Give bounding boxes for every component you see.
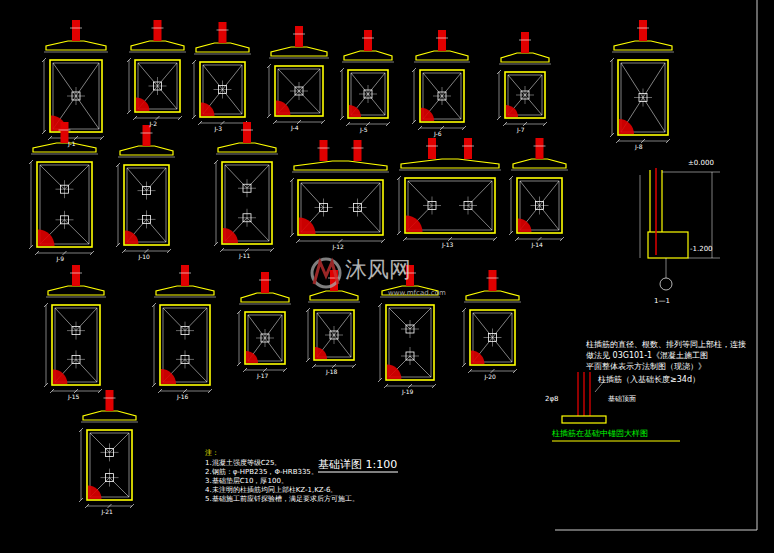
footing-tag: J-16 <box>177 394 188 401</box>
section-detail <box>640 168 720 290</box>
footing-plan <box>340 30 394 126</box>
footing-tag: J-7 <box>517 127 525 134</box>
footing-plan <box>267 26 329 124</box>
note-line: 3.基础垫层C10，厚100。 <box>205 478 288 486</box>
footing-tag: J-1 <box>68 141 76 148</box>
footing-plan <box>214 122 278 252</box>
footing-tag: J-21 <box>102 509 113 516</box>
detail-note: 柱插筋（入基础长度≥34d） <box>598 376 700 385</box>
note-line: 1.混凝土强度等级C25。 <box>205 460 281 468</box>
footing-tag: J-20 <box>485 374 496 381</box>
watermark-logo <box>312 259 340 287</box>
footing-plan <box>29 122 98 255</box>
title-underline <box>318 472 398 473</box>
footing-plan <box>290 140 389 243</box>
elevation-mark: ±0.000 <box>688 160 714 168</box>
footing-plan <box>79 390 138 508</box>
footing-tag: J-6 <box>434 131 442 138</box>
footing-tag: J-17 <box>257 373 268 380</box>
footing-tag: J-10 <box>139 254 150 261</box>
note-line: 注： <box>205 450 219 458</box>
footing-plan <box>116 125 175 253</box>
footing-tag: J-15 <box>68 394 79 401</box>
footing-plan <box>397 138 501 241</box>
elevation-mark: -1.200 <box>690 246 713 254</box>
detail-note: 做法见 03G101-1《混凝土施工图 <box>586 352 708 361</box>
footing-tag: J-4 <box>291 125 299 132</box>
footing-plans <box>29 20 674 508</box>
section-mark: 1—1 <box>654 298 670 306</box>
footing-tag: J-9 <box>57 256 65 263</box>
footing-tag: J-19 <box>402 389 413 396</box>
footing-tag: J-12 <box>333 244 344 251</box>
footing-tag: J-5 <box>360 127 368 134</box>
rebar-callout: 2φ8 <box>545 396 559 404</box>
footing-plan <box>192 22 251 125</box>
note-line: 5.基础施工前应钎探验槽，满足要求后方可施工。 <box>205 496 359 504</box>
footing-plan <box>378 265 440 388</box>
detail-title: 柱插筋在基础中锚固大样图 <box>552 430 648 439</box>
footing-tag: J-2 <box>150 121 158 128</box>
sheet-border <box>555 530 757 531</box>
detail-note: 基础顶面 <box>608 396 636 404</box>
footing-plan <box>42 20 108 140</box>
footing-plan <box>412 30 470 130</box>
footing-plan <box>509 138 568 241</box>
footing-tag: J-3 <box>215 126 223 133</box>
footing-tag: J-18 <box>326 369 337 376</box>
drawing-title: 基础详图 1:100 <box>318 459 397 471</box>
note-line: 4.未注明的柱插筋均同上部柱KZ-1,KZ-6。 <box>205 487 337 495</box>
footing-plan <box>44 265 106 393</box>
footing-plan <box>237 272 291 372</box>
footing-tag: J-11 <box>239 253 250 260</box>
watermark-url: www.mfcad.com <box>388 290 446 298</box>
detail-note: 平面整体表示方法制图（现浇）》 <box>586 363 706 372</box>
footing-tag: J-13 <box>442 242 453 249</box>
footing-tag: J-14 <box>532 242 543 249</box>
footing-plan <box>497 32 551 126</box>
footing-plan <box>152 265 216 393</box>
note-line: 2.钢筋：φ-HPB235，Φ-HRB335。 <box>205 469 318 477</box>
footing-tag: J-8 <box>635 144 643 151</box>
footing-plan <box>462 270 521 373</box>
footing-plan <box>127 20 186 120</box>
watermark: 沐风网 <box>345 258 411 282</box>
detail-note: 柱插筋的直径、根数、排列等同上部柱，连接 <box>586 341 746 350</box>
sheet-border <box>757 0 758 530</box>
footing-plan <box>610 20 674 143</box>
